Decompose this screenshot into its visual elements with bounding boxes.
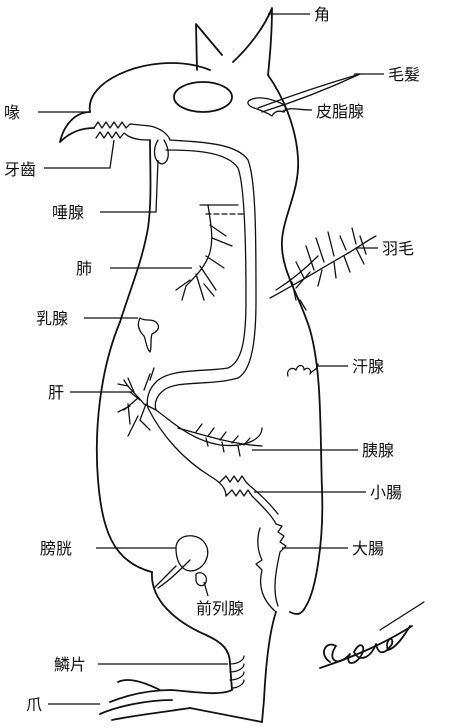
label-sweat-gland: 汗腺 — [352, 357, 384, 376]
beak — [60, 112, 170, 164]
label-prostate: 前列腺 — [196, 599, 244, 618]
label-scales: 鱗片 — [54, 655, 86, 674]
label-large-intestine: 大腸 — [352, 539, 384, 558]
lower-teeth — [96, 132, 150, 140]
small-intestine-shape — [226, 490, 276, 524]
label-lung: 肺 — [76, 259, 92, 278]
mammary-gland-shape — [138, 318, 158, 352]
liver-shape — [118, 368, 156, 436]
pancreas-shape — [178, 424, 262, 456]
signature — [320, 602, 424, 668]
lung-shape — [176, 205, 244, 300]
eye — [174, 82, 232, 112]
bladder-shape — [154, 536, 208, 588]
label-pancreas: 胰腺 — [362, 441, 394, 460]
label-bladder: 膀胱 — [40, 539, 72, 558]
label-liver: 肝 — [48, 383, 64, 402]
large-intestine-shape — [275, 524, 286, 606]
label-horn: 角 — [314, 5, 330, 24]
label-mammary-gland: 乳腺 — [36, 309, 68, 328]
label-feather: 羽毛 — [382, 239, 414, 258]
label-salivary-gland: 唾腺 — [52, 203, 84, 222]
label-small-intestine: 小腸 — [370, 483, 402, 502]
horns — [196, 8, 272, 75]
label-hair: 毛髮 — [388, 65, 420, 84]
label-sebaceous-gland: 皮脂腺 — [316, 102, 364, 121]
label-claw: 爪 — [26, 695, 42, 714]
sweat-gland-shape — [288, 364, 318, 376]
label-teeth: 牙齒 — [4, 160, 36, 179]
label-beak: 喙 — [4, 103, 20, 122]
digestive-tract — [147, 140, 286, 612]
